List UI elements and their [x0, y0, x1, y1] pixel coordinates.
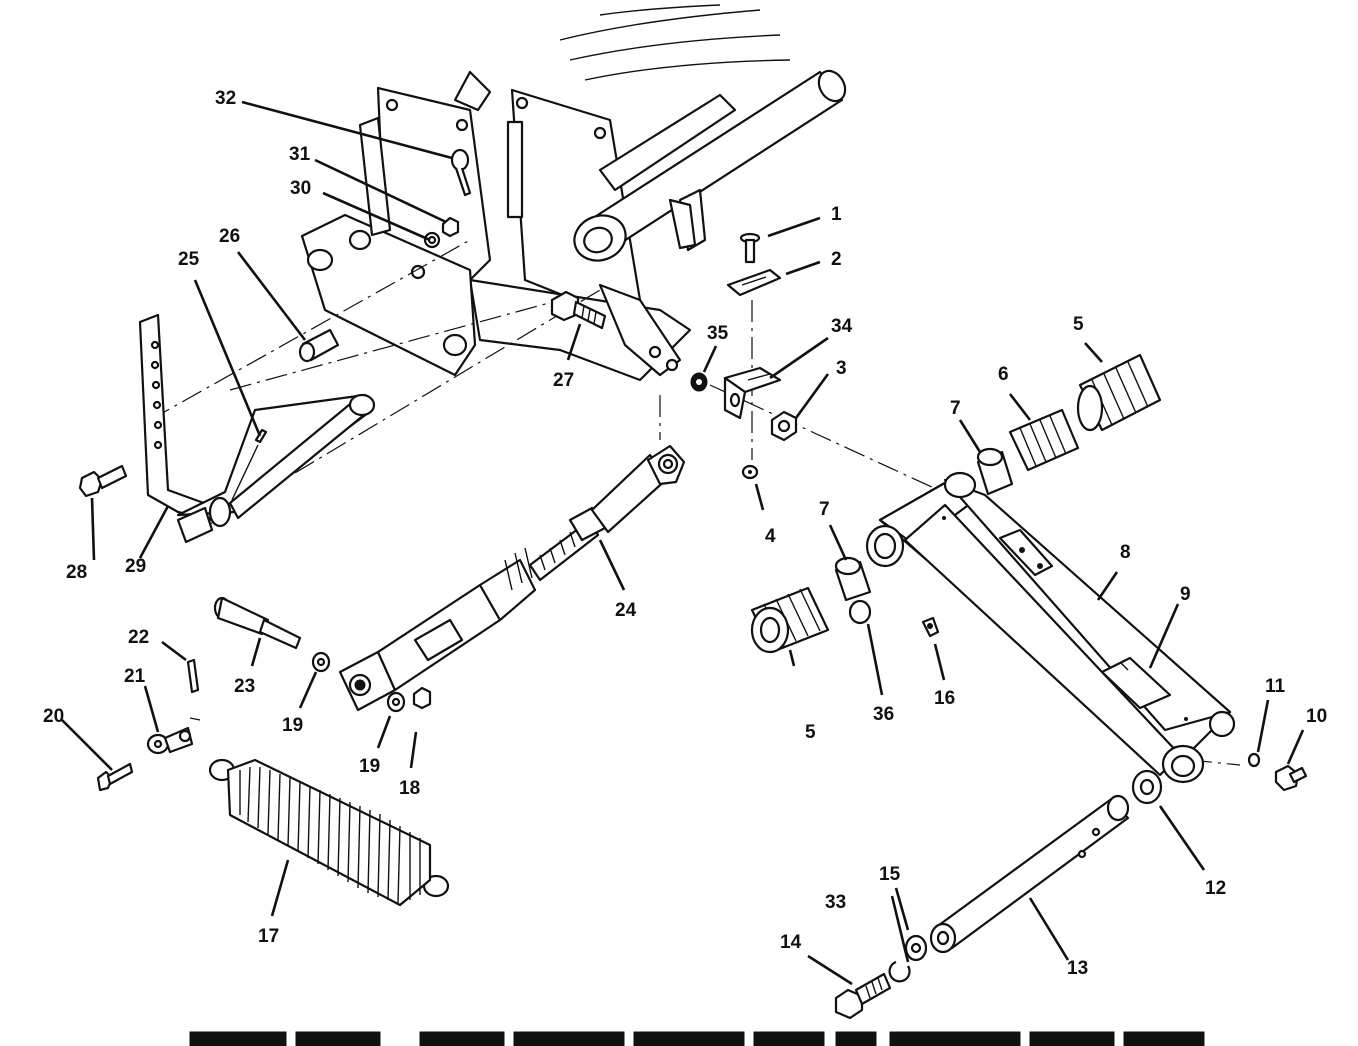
callout-32: 32 — [215, 88, 236, 109]
callout-20: 20 — [43, 706, 64, 727]
cropped-footer-band — [189, 1031, 1205, 1046]
part-29-lever — [138, 313, 376, 544]
callout-13: 13 — [1067, 958, 1088, 979]
callout-1: 1 — [831, 204, 842, 225]
callout-6: 6 — [998, 364, 1009, 385]
part-34-bracket — [723, 366, 782, 420]
part-12-washer — [1131, 769, 1163, 805]
callout-4: 4 — [765, 526, 776, 547]
callout-11: 11 — [1265, 676, 1286, 697]
part-23-pin — [213, 596, 302, 650]
callout-3: 3 — [836, 358, 847, 379]
part-13-shaft — [929, 794, 1130, 954]
callout-2: 2 — [831, 249, 842, 270]
part-20-bolt — [96, 762, 134, 792]
callout-30: 30 — [290, 178, 311, 199]
part-3-nut — [770, 410, 798, 442]
part-33-eclip — [888, 960, 911, 983]
chassis-frame — [300, 4, 847, 382]
part-27-bolt — [550, 290, 607, 330]
part-22-pin — [186, 658, 200, 694]
callout-19-right: 19 — [359, 756, 380, 777]
part-6-spring — [1008, 408, 1080, 472]
callout-33: 33 — [825, 892, 846, 913]
part-35-washer — [690, 372, 708, 392]
callout-25: 25 — [178, 249, 200, 270]
callout-14: 14 — [780, 932, 802, 953]
callout-labels: 1 2 3 4 5 5 6 7 7 8 9 10 11 12 13 14 15 … — [43, 88, 1327, 979]
part-17-spring — [208, 758, 450, 907]
part-5-boot-a — [1076, 353, 1162, 432]
callout-29: 29 — [125, 556, 146, 577]
part-7-bushing-a — [976, 447, 1014, 496]
part-19-washer-b — [386, 691, 406, 713]
callout-5-bottom: 5 — [805, 722, 816, 743]
part-14-bolt — [834, 972, 892, 1020]
callout-15: 15 — [879, 864, 901, 885]
callout-34: 34 — [831, 316, 853, 337]
callout-31: 31 — [289, 144, 311, 165]
part-18-nut — [412, 686, 432, 710]
callout-17: 17 — [258, 926, 279, 947]
part-19-washer-a — [311, 651, 331, 673]
part-31-nut — [441, 216, 460, 238]
callout-19-left: 19 — [282, 715, 303, 736]
part-5-boot-b — [750, 586, 830, 654]
part-32-clip-pin — [450, 148, 472, 197]
part-4-nut — [741, 464, 759, 480]
part-28-bolt — [78, 464, 128, 498]
callout-10: 10 — [1306, 706, 1327, 727]
callout-8: 8 — [1120, 542, 1131, 563]
part-8-arm — [865, 471, 1236, 784]
callout-23: 23 — [234, 676, 255, 697]
callout-7-bottom: 7 — [819, 499, 830, 520]
part-2-clip — [726, 268, 782, 297]
part-26-pin — [298, 328, 340, 363]
part-36-ring — [848, 599, 872, 625]
callout-35: 35 — [707, 323, 729, 344]
callout-7-top: 7 — [950, 398, 961, 419]
part-16-fitting — [921, 616, 940, 638]
callout-12: 12 — [1205, 878, 1226, 899]
part-1-bolt — [739, 232, 761, 264]
part-10-bolt — [1274, 764, 1308, 792]
callout-27: 27 — [553, 370, 574, 391]
part-7-bushing-b — [834, 556, 872, 602]
part-21-eyebolt — [146, 726, 194, 755]
callout-24: 24 — [615, 600, 637, 621]
callout-28: 28 — [66, 562, 87, 583]
part-11-clip — [1247, 752, 1261, 768]
callout-18: 18 — [399, 778, 420, 799]
callout-22: 22 — [128, 627, 149, 648]
callout-16: 16 — [934, 688, 955, 709]
part-15-washer — [904, 934, 928, 962]
callout-5-top: 5 — [1073, 314, 1084, 335]
callout-36: 36 — [873, 704, 894, 725]
callout-21: 21 — [124, 666, 146, 687]
part-24-turnbuckle — [338, 444, 686, 712]
callout-leaders — [61, 100, 1305, 986]
callout-26: 26 — [219, 226, 240, 247]
callout-9: 9 — [1180, 584, 1191, 605]
